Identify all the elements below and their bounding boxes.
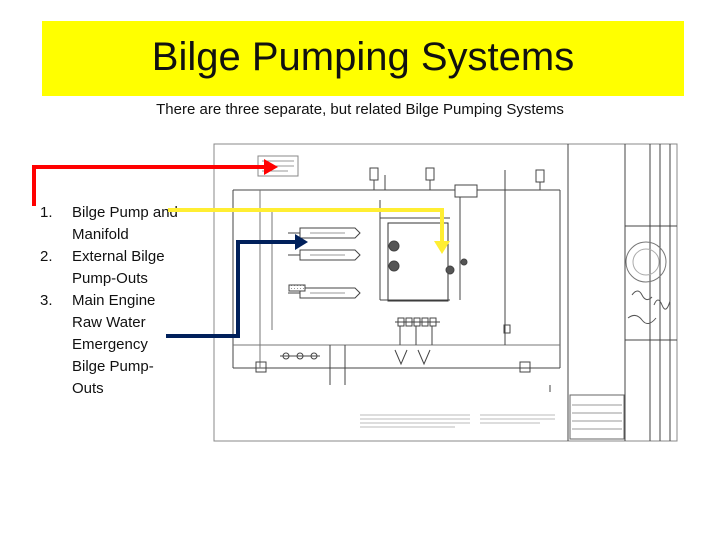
drawing-notes bbox=[360, 414, 555, 428]
list-item-label: External Bilge Pump-Outs bbox=[72, 248, 165, 287]
title-band: Bilge Pumping Systems bbox=[42, 21, 684, 96]
arrow-external-pump-outs bbox=[168, 208, 450, 254]
list-item-label: Main Engine Raw Water Emergency Bilge Pu… bbox=[72, 292, 156, 397]
list-item-number: 2. bbox=[40, 248, 53, 265]
list-item-number: 1. bbox=[40, 204, 53, 221]
systems-list: 1. Bilge Pump and Manifold 2. External B… bbox=[40, 202, 182, 400]
arrow-bilge-pump-manifold bbox=[32, 159, 278, 206]
slide-title: Bilge Pumping Systems bbox=[151, 35, 575, 79]
list-item-label: Bilge Pump and Manifold bbox=[72, 204, 178, 243]
list-item: 2. External Bilge Pump-Outs bbox=[40, 246, 182, 290]
list-item-number: 3. bbox=[40, 292, 53, 309]
schematic-drawing bbox=[213, 143, 678, 442]
list-item: 3. Main Engine Raw Water Emergency Bilge… bbox=[40, 290, 182, 400]
arrow-head-red bbox=[264, 159, 278, 175]
arrow-emergency-pump-outs bbox=[166, 234, 308, 338]
arrow-head-navy bbox=[295, 234, 308, 250]
slide-subtitle: There are three separate, but related Bi… bbox=[156, 101, 564, 118]
arrow-head-yellow bbox=[434, 241, 450, 254]
list-item: 1. Bilge Pump and Manifold bbox=[40, 202, 182, 246]
